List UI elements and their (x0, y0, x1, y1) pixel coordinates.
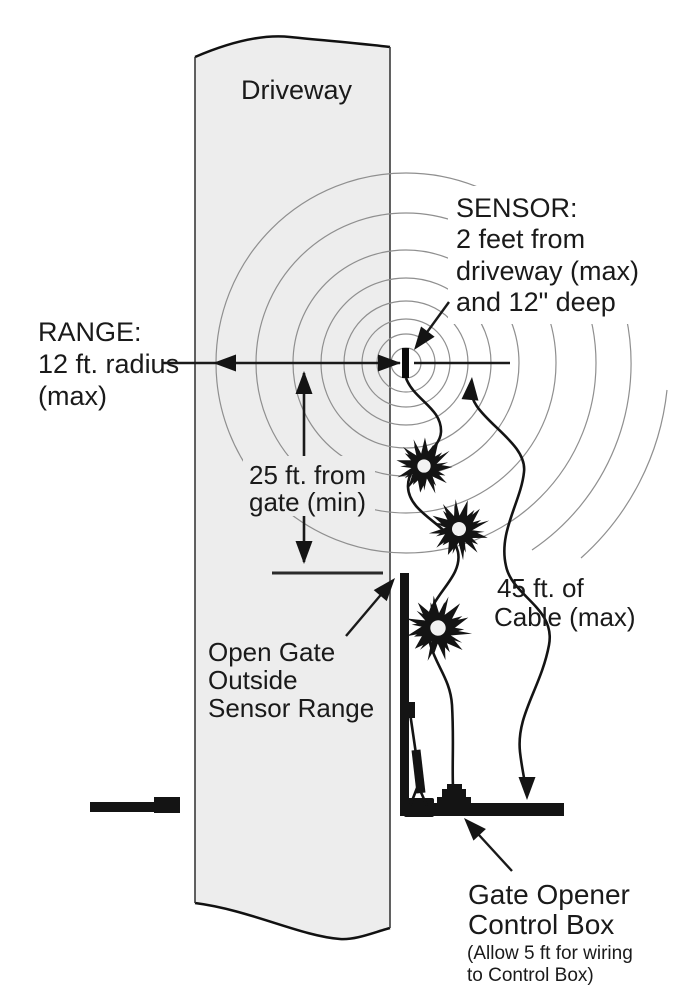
svg-text:and 12" deep: and 12" deep (456, 287, 616, 317)
svg-text:Sensor Range: Sensor Range (208, 693, 374, 723)
control-box (437, 784, 471, 806)
svg-text:driveway (max): driveway (max) (456, 256, 639, 286)
sensor-label: SENSOR: 2 feet from driveway (max) and 1… (456, 193, 639, 317)
svg-text:(max): (max) (38, 381, 107, 411)
open-gate-label-backing (200, 630, 386, 722)
svg-text:25 ft. from: 25 ft. from (249, 460, 366, 490)
svg-text:Gate Opener: Gate Opener (468, 879, 630, 910)
distance25-label: 25 ft. from gate (min) (249, 460, 366, 517)
svg-text:gate (min): gate (min) (249, 487, 366, 517)
sensor-label-backing (448, 186, 648, 324)
driveway-top-edge (194, 35, 391, 59)
range-label-backing (28, 312, 180, 418)
svg-text:12 ft. radius: 12 ft. radius (38, 349, 179, 379)
svg-text:(Allow 5 ft for wiring: (Allow 5 ft for wiring (467, 943, 633, 964)
gate-corner-bracket (404, 798, 434, 817)
range-label: RANGE: 12 ft. radius (max) (38, 317, 179, 411)
svg-text:Open Gate: Open Gate (208, 637, 335, 667)
cable-sensor (404, 377, 460, 789)
cable45-label-backing (488, 568, 648, 632)
svg-text:to Control Box): to Control Box) (467, 965, 594, 986)
driveway-label: Driveway (241, 75, 353, 105)
gate-actuator (404, 702, 429, 807)
svg-text:45 ft. of: 45 ft. of (497, 573, 584, 603)
driveway-bottom-edge (194, 901, 391, 941)
svg-text:Cable (max): Cable (max) (494, 602, 636, 632)
distance25-label-backing (243, 456, 375, 516)
svg-text:2 feet from: 2 feet from (456, 224, 585, 254)
open-gate-label: Open Gate Outside Sensor Range (208, 637, 374, 723)
svg-text:SENSOR:: SENSOR: (456, 193, 578, 223)
cable-route-45ft (469, 382, 552, 793)
control-box-label: Gate Opener Control Box (Allow 5 ft for … (467, 879, 633, 986)
gate-post (400, 573, 409, 813)
sensor-marker (402, 348, 409, 378)
cable45-label: 45 ft. of Cable (max) (494, 573, 636, 632)
fence-left (90, 802, 156, 812)
svg-text:Outside: Outside (208, 665, 298, 695)
fence-left-post (154, 797, 180, 813)
fence-bottom (400, 803, 564, 816)
svg-text:Control Box: Control Box (468, 909, 614, 940)
svg-text:RANGE:: RANGE: (38, 317, 142, 347)
